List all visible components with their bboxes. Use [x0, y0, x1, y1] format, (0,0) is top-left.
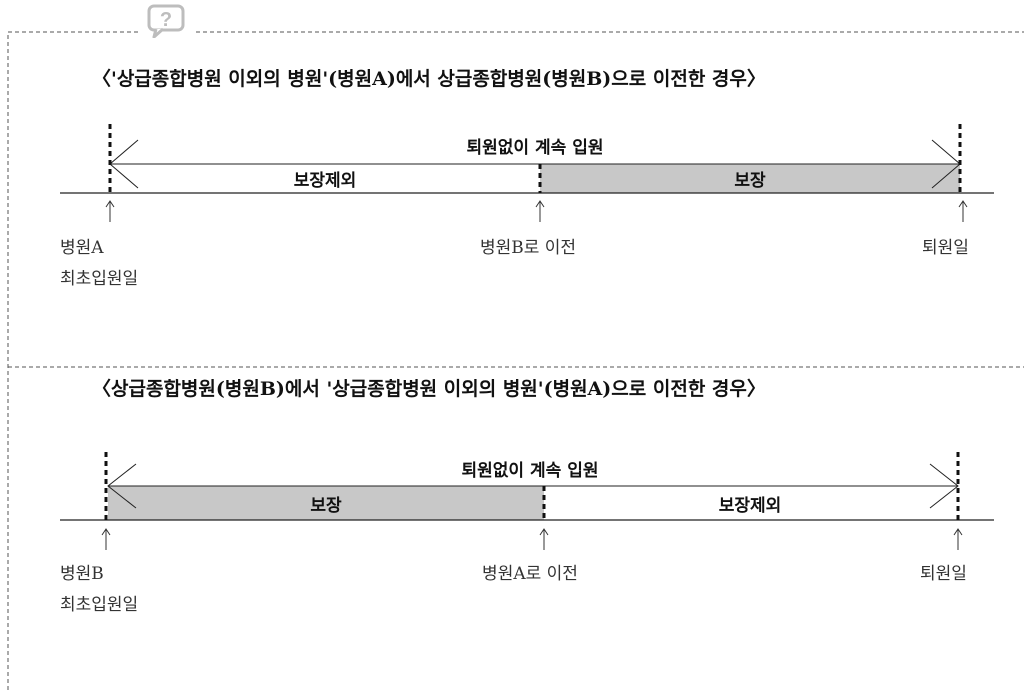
section-1-transfer-label: 병원B로 이전 [479, 238, 577, 258]
section-1-end-label: 퇴원일 [922, 238, 969, 258]
section-1-start-date-label: 최초입원일 [60, 269, 139, 289]
section-2-timeline [60, 452, 994, 550]
section-1-pointer-arrows [105, 200, 968, 222]
svg-text:?: ? [160, 9, 172, 31]
section-2-end-label: 퇴원일 [920, 564, 967, 584]
section-2-pointer-arrows [101, 528, 963, 550]
section-2-start-date-label: 최초입원일 [60, 595, 139, 615]
section-2-right-segment-label: 보장제외 [718, 496, 782, 516]
section-2-left-segment-label: 보장 [310, 496, 342, 516]
section-2-left-arrowhead [107, 463, 137, 509]
section-2-start-label: 병원B [60, 564, 104, 584]
section-2-span-label: 퇴원없이 계속 입원 [461, 461, 599, 481]
outer-dashed-border [7, 31, 1024, 690]
section-1-span-label: 퇴원없이 계속 입원 [466, 138, 604, 158]
section-1-start-label: 병원A [60, 238, 104, 258]
section-1-title: 〈'상급종합병원 이외의 병원'(병원A)에서 상급종합병원(병원B)으로 이전… [92, 68, 766, 90]
section-1-right-segment-label: 보장 [734, 171, 766, 191]
section-1-covered-band [540, 164, 960, 193]
section-2-transfer-label: 병원A로 이전 [482, 564, 578, 584]
section-2-covered-band [108, 486, 544, 520]
section-1-left-segment-label: 보장제외 [293, 171, 357, 191]
section-2-title: 〈상급종합병원(병원B)에서 '상급종합병원 이외의 병원'(병원A)으로 이전… [92, 378, 766, 400]
section-2-right-arrowhead [929, 463, 959, 509]
question-bubble-icon: ? [146, 4, 188, 39]
section-1-timeline [60, 124, 994, 222]
